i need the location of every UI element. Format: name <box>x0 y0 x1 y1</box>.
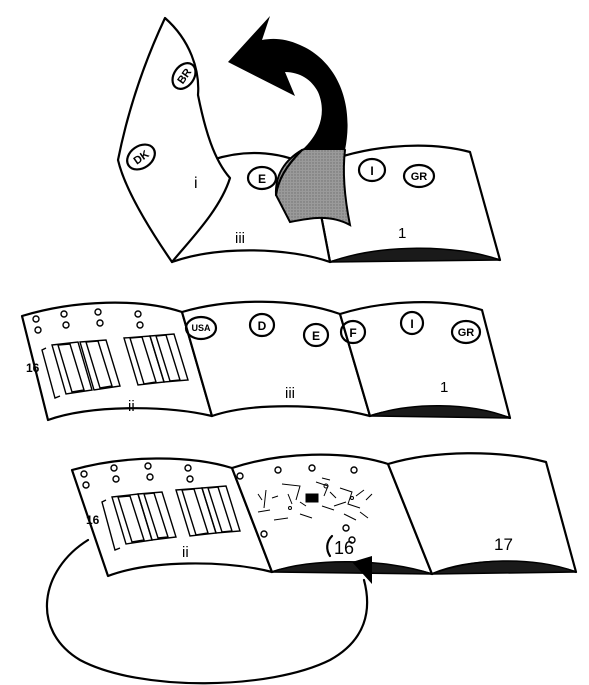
svg-text:F: F <box>349 326 356 340</box>
step2-booklet: 16 ii USA D E iii F I GR 1 <box>22 302 510 420</box>
step3-page-ii: ii <box>182 544 189 561</box>
step2-page-iii: iii <box>285 385 295 402</box>
step3-booklet: 16 ii 16 17 <box>47 453 576 683</box>
svg-text:D: D <box>258 319 267 333</box>
step2-label-16: 16 <box>26 361 40 375</box>
step2-page-1: 1 <box>440 379 448 396</box>
step1-page-1: 1 <box>398 225 406 242</box>
step1-page-iii: iii <box>235 230 245 247</box>
step3-page-17: 17 <box>494 535 513 554</box>
step1-page-i: i <box>194 175 198 192</box>
step1-curling-page <box>276 144 350 225</box>
svg-text:E: E <box>258 172 266 186</box>
svg-text:I: I <box>410 317 413 331</box>
svg-text:USA: USA <box>191 323 211 333</box>
step1-turn-arrow <box>228 16 348 150</box>
step2-page-ii: ii <box>128 398 135 415</box>
svg-text:I: I <box>370 164 373 178</box>
step1-booklet: DK BR E I GR i iii 1 <box>118 16 500 262</box>
step2-panel-1 <box>340 302 510 418</box>
step3-label-16: 16 <box>86 513 100 527</box>
svg-text:GR: GR <box>411 171 428 183</box>
step3-page-16: 16 <box>334 538 354 558</box>
svg-text:GR: GR <box>458 327 475 339</box>
svg-text:E: E <box>312 329 320 343</box>
